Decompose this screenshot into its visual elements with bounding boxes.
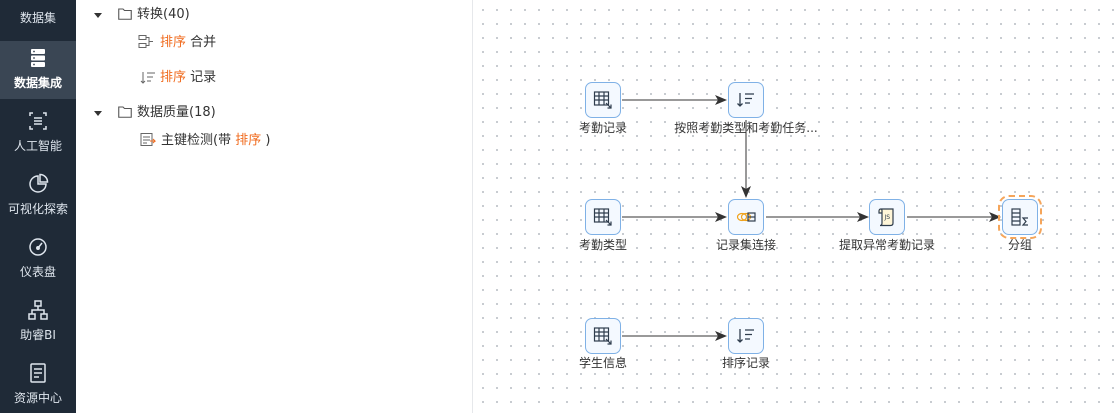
ai-scan-icon (29, 112, 47, 130)
database-stack-icon (31, 49, 45, 67)
folder-icon (118, 106, 132, 118)
item-text: 主键检测(带 (161, 133, 236, 148)
nav-item-resource-center[interactable]: 资源中心 (0, 356, 76, 413)
left-navigation: 数据集 数据集成 人工智能 可视化探索 仪表盘 助睿BI (0, 0, 76, 413)
connector-layer (622, 95, 1001, 341)
merge-icon (138, 35, 153, 48)
nav-item-dataset[interactable]: 数据集 (0, 0, 76, 34)
gauge-icon (29, 238, 47, 256)
item-text: 记录 (186, 70, 217, 85)
node-kaoqin-type[interactable] (585, 199, 621, 235)
table-input-icon (593, 208, 612, 226)
tree-group-data-quality[interactable]: 数据质量(18) (137, 105, 216, 120)
group-sum-icon (1011, 208, 1028, 226)
node-label: 考勤记录 (578, 121, 627, 135)
item-text: ) (261, 133, 271, 148)
folder-icon (118, 8, 132, 20)
sort-icon (737, 93, 754, 107)
svg-text:JS: JS (884, 214, 891, 221)
tree-group-transform[interactable]: 转换(40) (137, 7, 190, 22)
nav-item-zhurui-bi[interactable]: 助睿BI (0, 293, 76, 351)
nav-item-visual-explore[interactable]: 可视化探索 (0, 167, 76, 225)
node-record-join[interactable] (728, 199, 764, 235)
sort-icon (737, 329, 754, 343)
nav-item-dashboard[interactable]: 仪表盘 (0, 230, 76, 288)
highlight-text: 排序 (160, 35, 187, 50)
node-sort-record[interactable] (728, 318, 764, 354)
dataset-icon (27, 0, 49, 4)
item-text: 合并 (186, 35, 217, 50)
nav-item-label: 人工智能 (13, 139, 62, 153)
nav-item-label: 数据集成 (13, 76, 62, 90)
node-label: 记录集连接 (715, 238, 776, 252)
expand-caret-icon[interactable] (94, 111, 102, 116)
join-icon (736, 212, 756, 222)
js-script-icon: JS (878, 208, 894, 227)
nav-item-data-integration[interactable]: 数据集成 (0, 41, 76, 99)
nav-item-ai[interactable]: 人工智能 (0, 104, 76, 162)
node-kaoqin-record[interactable] (585, 82, 621, 118)
sort-icon (140, 72, 155, 84)
tree-item-primary-key-check[interactable]: 主键检测(带 排序 ) (140, 131, 270, 151)
pie-chart-icon (29, 173, 49, 193)
workflow-canvas[interactable]: 考勤记录 按照考勤类型和考勤任务... 考勤类型 记录集连接 JS 提取异常考勤… (473, 0, 1120, 413)
nav-item-label: 数据集 (19, 11, 56, 25)
node-extract-abnormal[interactable]: JS (869, 199, 905, 235)
tree-item-sort-record[interactable]: 排序 记录 (140, 68, 216, 88)
panel-divider[interactable] (472, 0, 473, 413)
highlight-text: 排序 (160, 70, 187, 85)
org-chart-icon (28, 300, 48, 320)
node-student-info[interactable] (585, 318, 621, 354)
component-tree: 转换(40) 排序 合并 排序 记录 数据质量(18) 主键检测(带 排序 ) (76, 0, 472, 413)
node-group[interactable] (998, 195, 1042, 239)
nav-item-label: 仪表盘 (19, 265, 56, 279)
key-check-icon (140, 133, 156, 146)
node-label: 提取异常考勤记录 (838, 238, 935, 252)
nav-item-label: 助睿BI (20, 328, 56, 342)
node-label: 排序记录 (721, 356, 770, 370)
node-sort-by-type[interactable] (728, 82, 764, 118)
node-label: 按照考勤类型和考勤任务... (674, 121, 818, 135)
document-list-icon (30, 363, 46, 383)
highlight-text: 排序 (235, 133, 262, 148)
table-input-icon (593, 91, 612, 109)
node-label: 学生信息 (578, 356, 627, 370)
node-label: 考勤类型 (578, 238, 627, 252)
tree-item-sort-merge[interactable]: 排序 合并 (138, 33, 216, 53)
expand-caret-icon[interactable] (94, 13, 102, 18)
node-label: 分组 (1007, 238, 1032, 252)
table-input-icon (593, 327, 612, 345)
nav-item-label: 资源中心 (13, 391, 62, 405)
nav-item-label: 可视化探索 (7, 202, 68, 216)
